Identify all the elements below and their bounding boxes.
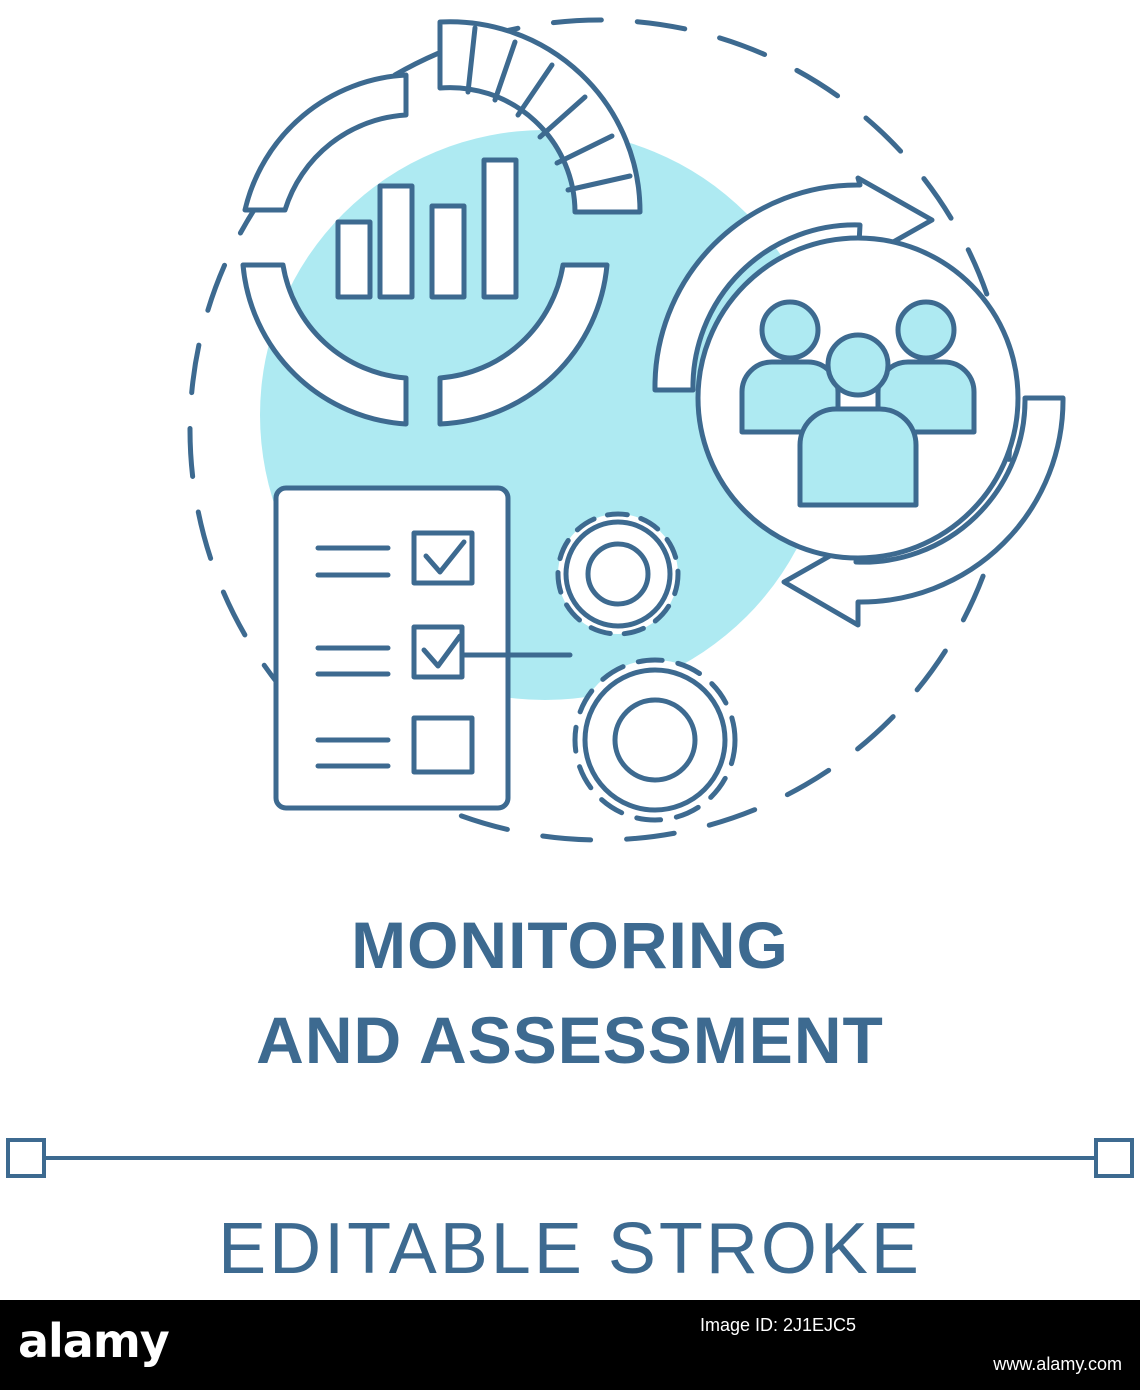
cycle-arrows-icon [652, 175, 1066, 628]
checklist-icon [273, 485, 573, 811]
stroke-guide [6, 1138, 1134, 1178]
canvas: MONITORING AND ASSESSMENT EDITABLE STROK… [6, 17, 1134, 1289]
donut-chart-icon [240, 19, 643, 427]
footer-url[interactable]: www.alamy.com [993, 1354, 1122, 1374]
gear-icon [555, 511, 738, 823]
title-line-2: AND ASSESSMENT [256, 1003, 884, 1077]
subtitle: EDITABLE STROKE [218, 1209, 922, 1289]
alamy-logo: alamy [18, 1314, 170, 1368]
bar-chart-icon [335, 157, 519, 300]
team-icon [695, 235, 1021, 561]
image-id-label: Image ID: 2J1EJC5 [700, 1315, 857, 1335]
monitoring-and-assessment-icon [187, 17, 1066, 843]
checkbox-empty-icon [411, 715, 475, 775]
title-line-1: MONITORING [351, 908, 789, 982]
checkbox-checked-icon [411, 624, 465, 680]
guide-handle-left [6, 1138, 46, 1178]
guide-handle-right [1094, 1138, 1134, 1178]
footer-bar: alamy Image ID: 2J1EJC5 www.alamy.com [0, 1300, 1140, 1390]
